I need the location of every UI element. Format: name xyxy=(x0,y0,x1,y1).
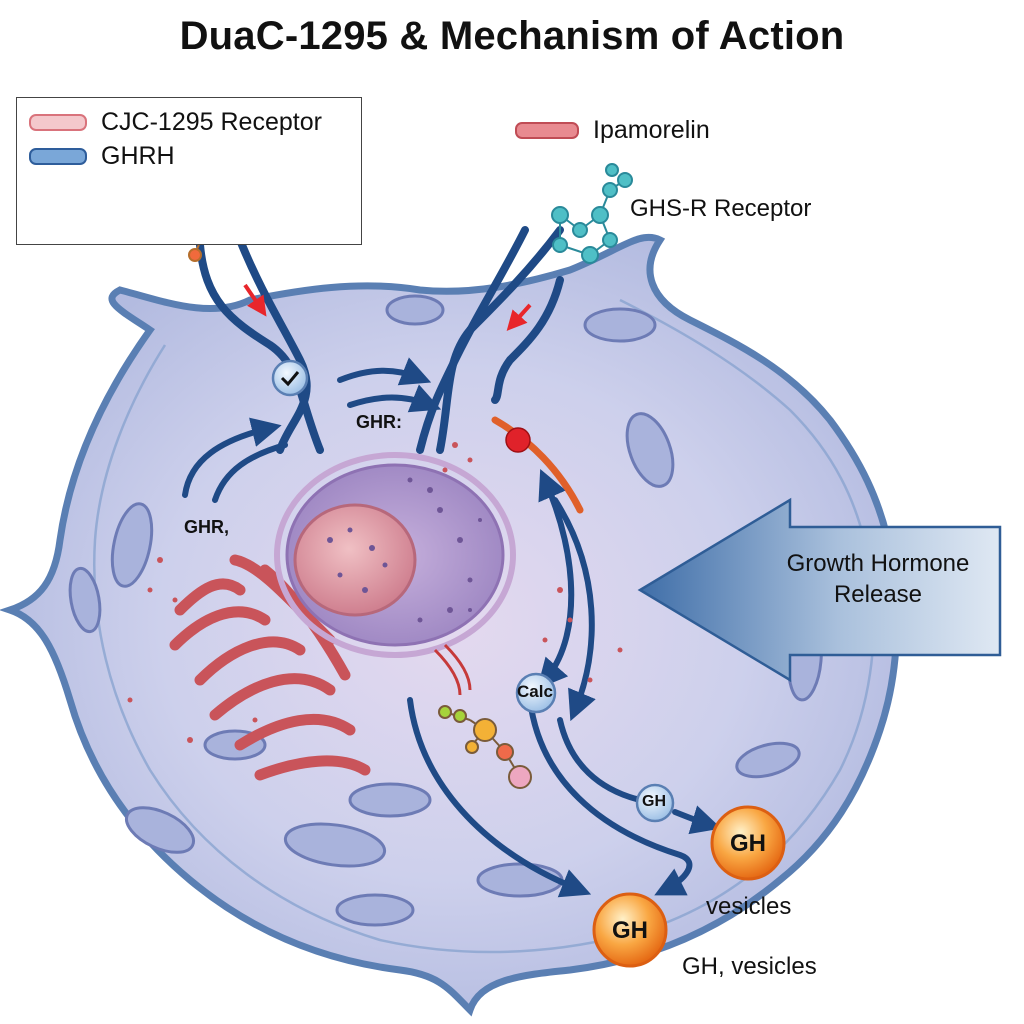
gh-vesicles-label: GH, vesicles xyxy=(682,953,817,980)
ipamorelin-swatch xyxy=(515,122,579,139)
nucleolus xyxy=(293,503,417,617)
ghs-r-receptor-label: GHS-R Receptor xyxy=(630,195,812,222)
binding-arrow-left xyxy=(243,283,267,317)
gh-vesicle-left xyxy=(592,892,668,968)
nucleus-envelope xyxy=(274,452,516,658)
checkmark-icon xyxy=(280,371,300,387)
gh-vesicle-left-label: GH xyxy=(612,917,648,944)
gh-vesicle-right xyxy=(710,805,786,881)
legend-swatch-ghrh xyxy=(29,148,87,165)
activation-check-icon xyxy=(271,359,309,397)
gh-small-label: GH xyxy=(642,793,666,810)
vesicles-label: vesicles xyxy=(706,893,792,920)
page-title: DuaC-1295 & Mechanism of Action xyxy=(179,14,845,58)
ipamorelin-key: Ipamorelin xyxy=(515,116,710,145)
red-node-icon xyxy=(505,427,531,453)
gh-vesicle-right-label: GH xyxy=(730,830,766,857)
legend-label-ghrh: GHRH xyxy=(101,142,175,170)
ipamorelin-molecule xyxy=(551,163,633,264)
legend-item-ghrh: GHRH xyxy=(29,142,175,171)
gh-bubble xyxy=(635,783,675,823)
growth-hormone-release-label: Growth Hormone Release xyxy=(786,550,970,608)
cytoplasm-particles xyxy=(127,442,623,743)
legend-swatch-cjc xyxy=(29,114,87,131)
legend: CJC-1295 Receptor GHRH xyxy=(16,97,362,245)
cjc-1295-receptor xyxy=(196,236,324,454)
mitochondria xyxy=(68,294,823,927)
ghr-left-label: GHR, xyxy=(184,517,229,537)
ghs-r-receptor xyxy=(416,226,564,454)
cascade-molecule xyxy=(433,643,532,789)
legend-label-cjc: CJC-1295 Receptor xyxy=(101,108,322,136)
ghr-top-label: GHR: xyxy=(356,412,402,432)
signaling-arrows xyxy=(182,357,722,898)
calc-bubble xyxy=(515,672,557,714)
calc-label: Calc xyxy=(517,682,553,701)
growth-hormone-release-arrow xyxy=(637,497,1002,683)
ipamorelin-label: Ipamorelin xyxy=(593,116,710,144)
binding-arrow-right xyxy=(506,303,532,331)
ghs-r-activation-band xyxy=(491,416,584,514)
endoplasmic-reticulum xyxy=(169,554,371,781)
chromatin-dots xyxy=(327,477,482,623)
legend-item-cjc-1295-receptor: CJC-1295 Receptor xyxy=(29,108,322,137)
